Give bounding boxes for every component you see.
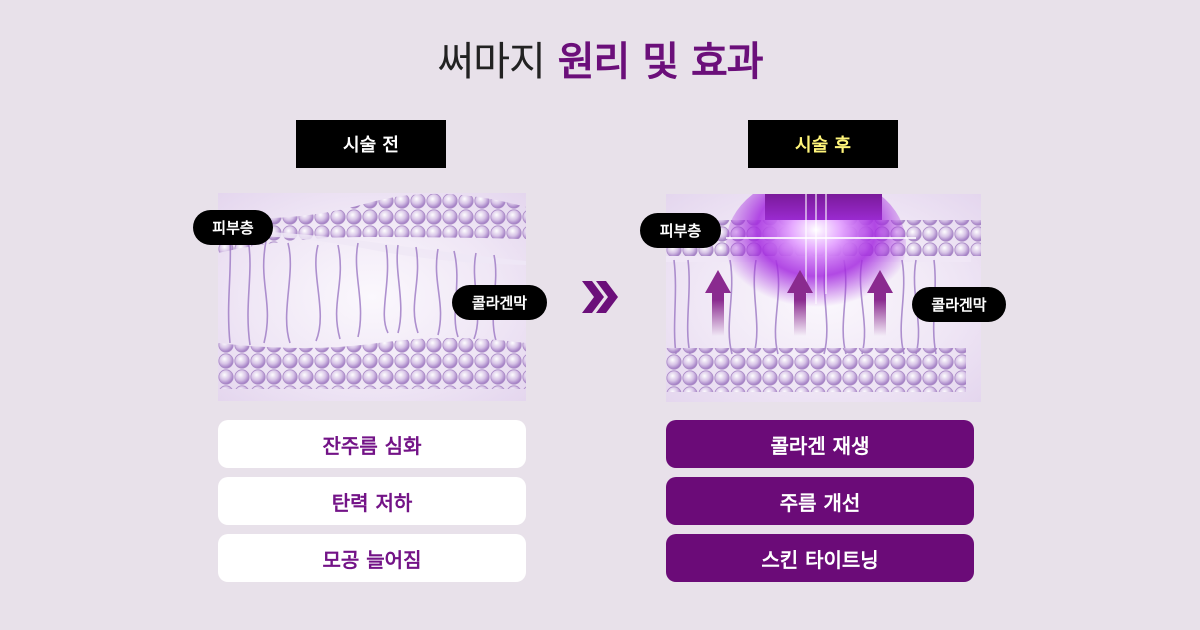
after-result-item: 콜라겐 재생: [666, 420, 974, 468]
before-tag: 시술 전: [296, 120, 446, 168]
after-collagen-label: 콜라겐막: [912, 287, 1006, 322]
up-arrow-icon: [867, 270, 893, 336]
before-result-item: 모공 늘어짐: [218, 534, 526, 582]
title-light: 써마지: [437, 39, 545, 85]
skin-layers-graphic: [218, 193, 526, 389]
before-skin-layer-label: 피부층: [193, 210, 273, 245]
after-skin-layer-label: 피부층: [640, 213, 721, 248]
after-result-item: 주름 개선: [666, 477, 974, 525]
skin-layers-treated-graphic: [666, 194, 981, 392]
up-arrow-icon: [787, 270, 813, 336]
title-bold: 원리 및 효과: [557, 39, 764, 85]
page-title: 써마지 원리 및 효과: [0, 36, 1200, 88]
after-tag: 시술 후: [748, 120, 898, 168]
after-result-item: 스킨 타이트닝: [666, 534, 974, 582]
before-result-item: 잔주름 심화: [218, 420, 526, 468]
before-collagen-label: 콜라겐막: [452, 285, 547, 320]
double-chevron-right-icon: [582, 281, 618, 313]
up-arrow-icon: [705, 270, 731, 336]
before-result-item: 탄력 저하: [218, 477, 526, 525]
